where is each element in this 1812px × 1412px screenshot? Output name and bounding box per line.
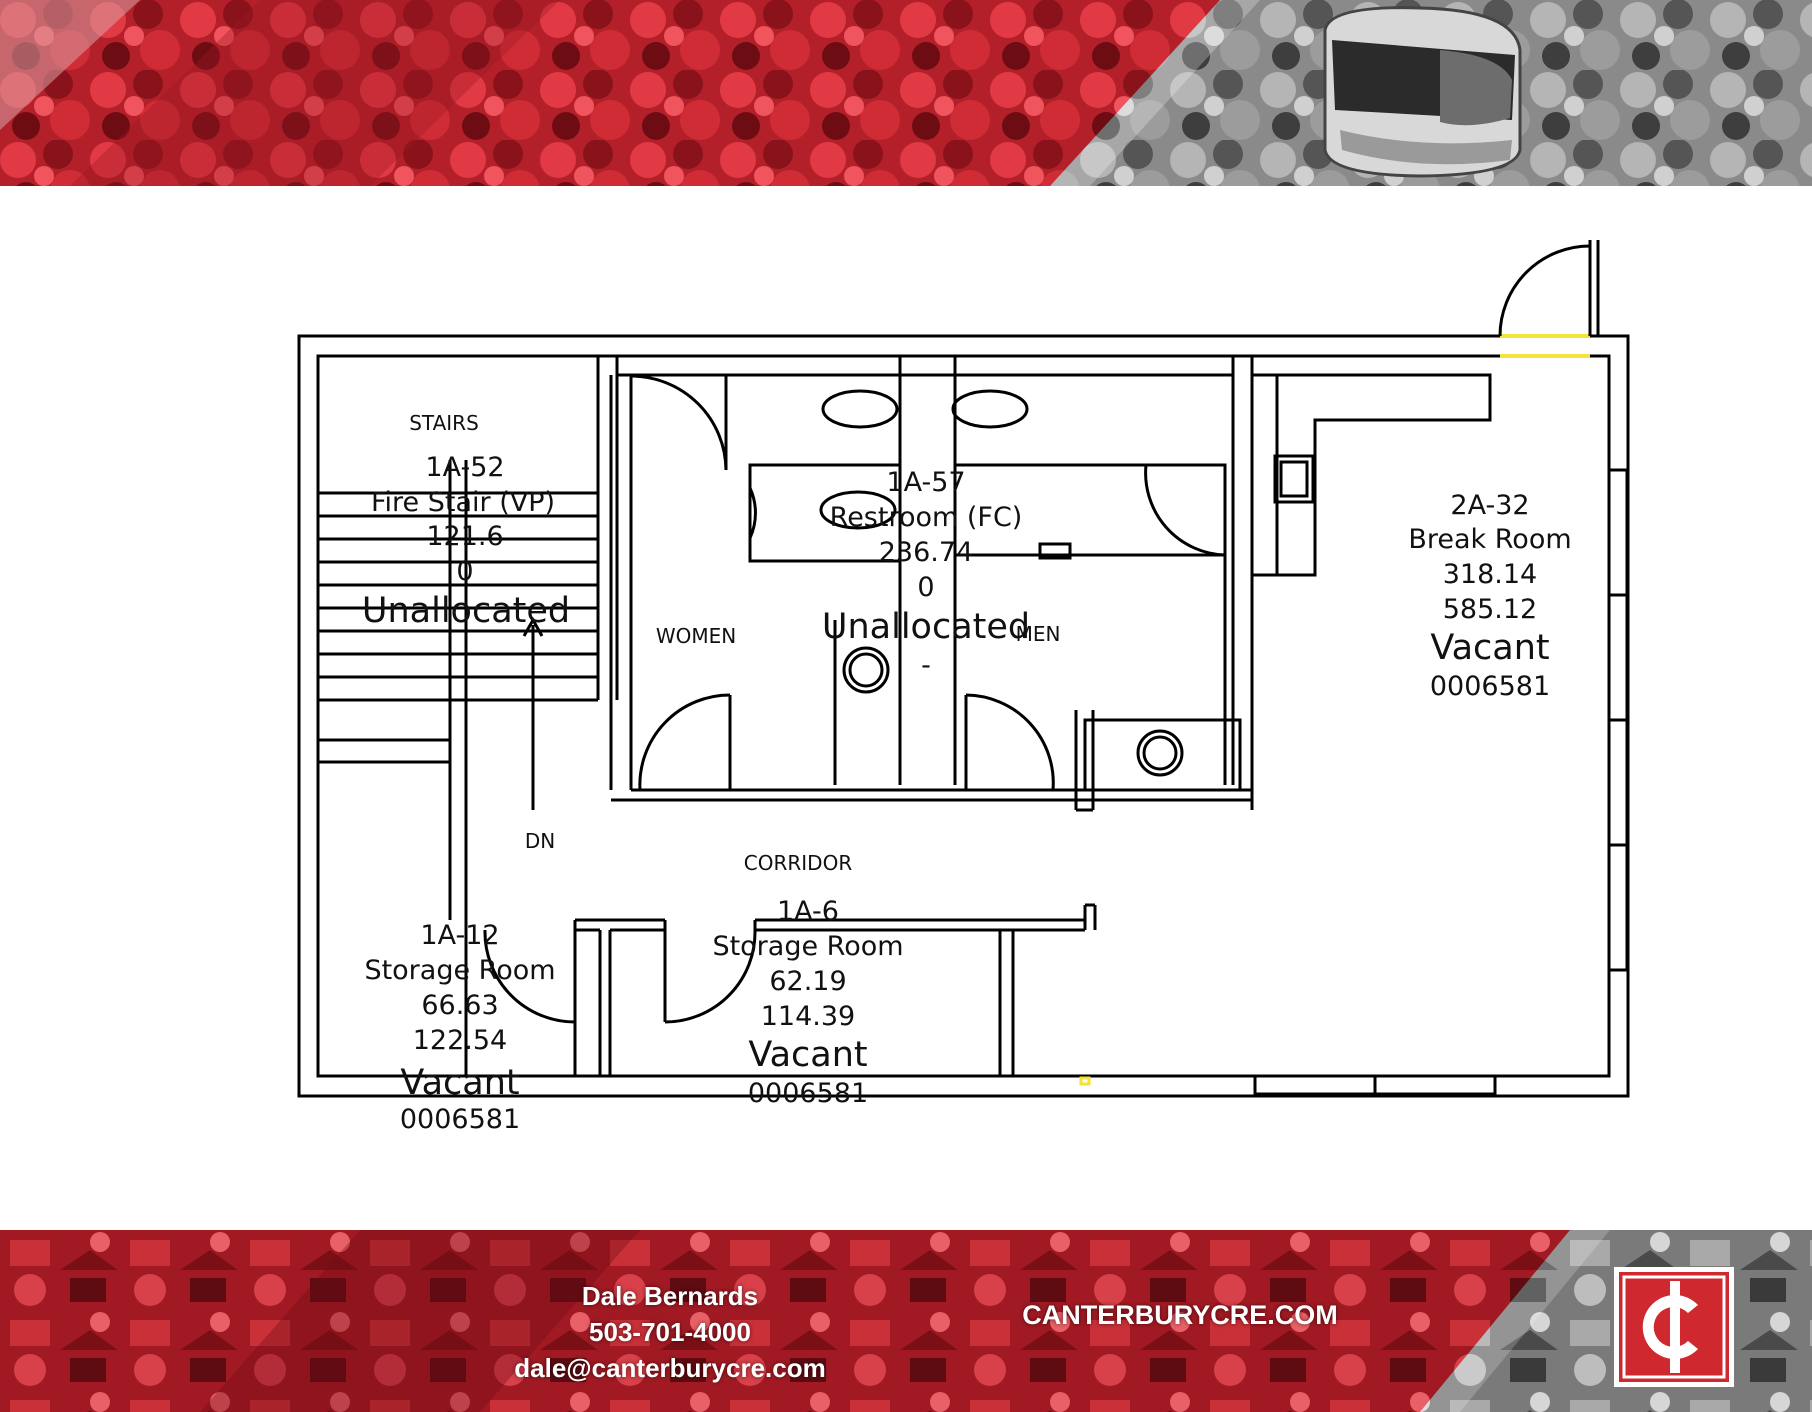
floor-plan-walls [297, 240, 1630, 1098]
room-label-2A-32: 2A-32 Break Room 318.14 585.12 Vacant 00… [1408, 490, 1571, 702]
room-id: 1A-6 [777, 896, 839, 927]
room-area: 66.63 [421, 990, 498, 1021]
room-area: 318.14 [1443, 559, 1537, 590]
room-code: 0006581 [748, 1078, 868, 1109]
room-id: 1A-57 [886, 467, 965, 498]
room-alloc: 585.12 [1443, 594, 1537, 625]
toilet-icons [819, 389, 1184, 777]
room-label-1A-52: 1A-52 Fire Stair (VP) 121.6 0 Unallocate… [362, 452, 570, 631]
room-status: Vacant [1430, 628, 1549, 668]
room-code: - [921, 650, 931, 681]
room-code: 0006581 [1430, 671, 1550, 702]
room-alloc: 0 [456, 556, 473, 587]
room-name: Storage Room [364, 955, 555, 986]
room-name: Storage Room [712, 931, 903, 962]
women-label: WOMEN [656, 624, 736, 648]
canterbury-c-logo-icon [1614, 1267, 1734, 1387]
bottom-banner [0, 1230, 1812, 1412]
men-label: MEN [1016, 622, 1061, 646]
corridor-label: CORRIDOR [744, 851, 853, 875]
top-banner-art [0, 0, 1812, 186]
room-status: Vacant [400, 1063, 519, 1103]
contact-name: Dale Bernards [581, 1281, 759, 1311]
room-label-1A-12: 1A-12 Storage Room 66.63 122.54 Vacant 0… [364, 920, 555, 1135]
bottom-banner-art [0, 1230, 1812, 1412]
contact-email[interactable]: dale@canterburycre.com [514, 1353, 826, 1383]
stair-treads [318, 491, 598, 764]
room-status: Unallocated [822, 607, 1030, 647]
room-label-1A-6: 1A-6 Storage Room 62.19 114.39 Vacant 00… [712, 896, 903, 1109]
website-link[interactable]: CANTERBURYCRE.COM [1022, 1300, 1338, 1330]
room-alloc: 0 [917, 572, 934, 603]
room-area: 121.6 [426, 521, 503, 552]
room-area: 62.19 [769, 966, 846, 997]
contact-block: Dale Bernards 503-701-4000 dale@canterbu… [460, 1278, 880, 1386]
room-name: Restroom (FC) [830, 502, 1023, 533]
room-name: Break Room [1408, 524, 1571, 555]
room-status: Unallocated [362, 591, 570, 631]
room-id: 1A-12 [420, 920, 499, 951]
room-area: 236.74 [879, 537, 973, 568]
stairs-label: STAIRS [409, 411, 479, 435]
room-alloc: 122.54 [413, 1025, 507, 1056]
room-id: 1A-52 [425, 452, 504, 483]
down-label: DN [525, 829, 555, 853]
contact-phone[interactable]: 503-701-4000 [589, 1317, 751, 1347]
room-alloc: 114.39 [761, 1001, 855, 1032]
room-name: Fire Stair (VP) [371, 487, 555, 518]
room-status: Vacant [748, 1035, 867, 1075]
room-id: 2A-32 [1450, 490, 1529, 521]
floor-plan: STAIRS WOMEN MEN CORRIDOR DN 1A-52 Fire … [297, 240, 1630, 1135]
room-code: 0006581 [400, 1104, 520, 1135]
room-label-1A-57: 1A-57 Restroom (FC) 236.74 0 Unallocated… [822, 467, 1030, 681]
tram-gondola-icon [1323, 6, 1522, 178]
top-banner [0, 0, 1812, 186]
